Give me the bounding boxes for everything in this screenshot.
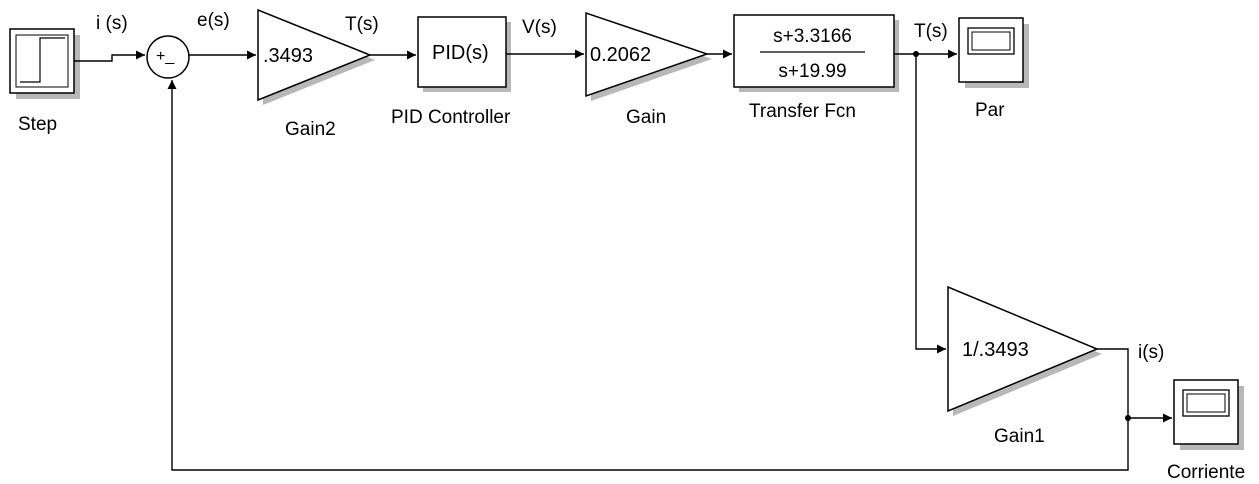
transfer-fcn-block[interactable] (733, 14, 899, 92)
sum-block[interactable] (146, 35, 190, 79)
signal-lines (74, 49, 1172, 471)
signal-current-label: i(s) (1138, 342, 1165, 363)
signal-error-label: e(s) (197, 10, 230, 31)
corriente-scope-block[interactable] (1173, 379, 1244, 450)
gain1-label: Gain1 (994, 426, 1045, 447)
gain2-block[interactable] (257, 8, 375, 105)
step-icon (20, 37, 65, 83)
branch-point (913, 51, 919, 57)
signal-torque-output-label: T(s) (914, 21, 948, 42)
gain1-value: 1/.3493 (962, 339, 1029, 361)
gain2-value: .3493 (263, 45, 314, 67)
sum-signs: +_ (156, 48, 175, 65)
signal-voltage-label: V(s) (522, 17, 557, 38)
par-label: Par (975, 100, 1005, 121)
tf-numerator: s+3.3166 (773, 26, 852, 47)
branch-point (1125, 415, 1131, 421)
tf-denominator: s+19.99 (778, 61, 847, 82)
pid-controller-block[interactable] (417, 16, 511, 92)
gain2-label: Gain2 (285, 119, 336, 140)
tf-label: Transfer Fcn (749, 101, 856, 122)
signal-torque-label: T(s) (345, 14, 379, 35)
corriente-label: Corriente (1167, 462, 1246, 483)
pid-label: PID Controller (391, 107, 511, 128)
gain-value: 0.2062 (590, 44, 652, 66)
step-block[interactable] (9, 28, 80, 99)
gain1-block[interactable] (947, 285, 1102, 416)
signal-input-label: i (s) (96, 13, 128, 34)
gain-label: Gain (626, 107, 667, 128)
par-scope-block[interactable] (958, 17, 1029, 88)
gain-block[interactable] (585, 11, 712, 101)
wire-gain1-output (1097, 348, 1129, 418)
wire-feedback (167, 80, 1129, 471)
pid-value: PID(s) (432, 42, 489, 64)
step-label: Step (18, 114, 58, 135)
wire-branch-to-gain1 (915, 54, 946, 354)
wire-step-to-sum (74, 50, 145, 62)
